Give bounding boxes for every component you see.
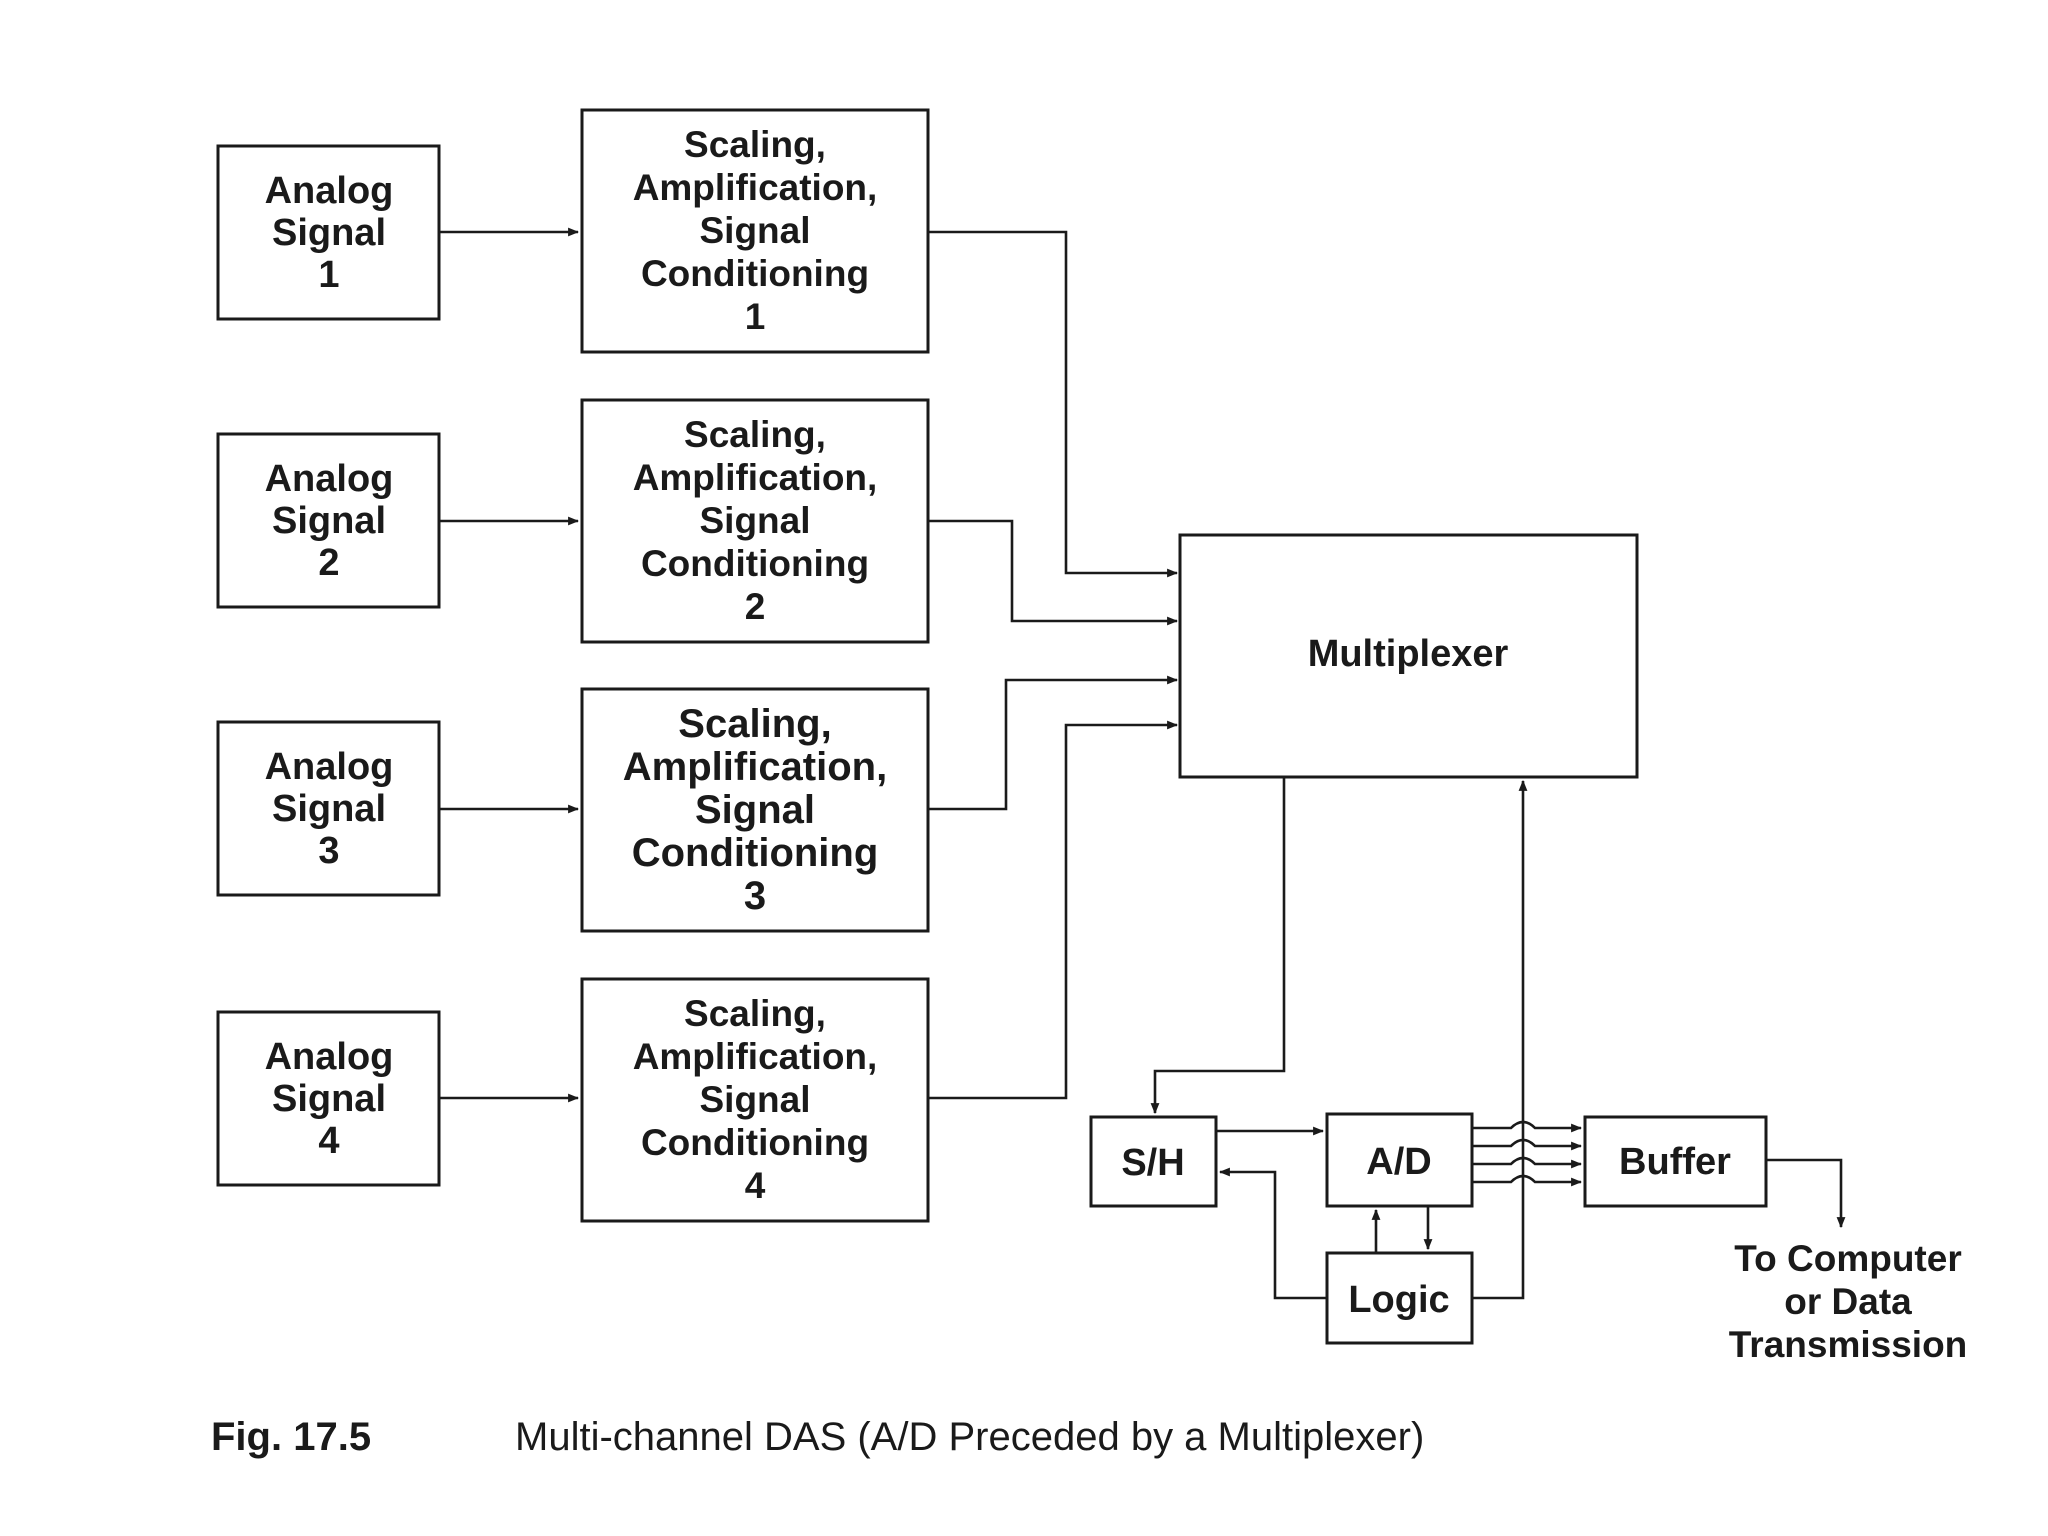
buffer-block: Buffer [1583, 1115, 1768, 1208]
analog-signal-2-block: Analog Signal 2 [216, 432, 441, 609]
analog-signal-1-line-1: Analog [265, 170, 394, 212]
conditioning-1-line-2: Amplification, [633, 167, 878, 208]
analog-signal-2-line-3: 2 [318, 542, 339, 584]
multiplexer-label: Multiplexer [1308, 633, 1509, 675]
conditioning-3-line-2: Amplification, [623, 745, 887, 789]
conditioning-3-block: Scaling, Amplification, Signal Condition… [580, 687, 930, 933]
conditioning-4-block: Scaling, Amplification, Signal Condition… [580, 977, 930, 1223]
conditioning-1-block: Scaling, Amplification, Signal Condition… [580, 108, 930, 354]
wire-buffer-output [1766, 1158, 1846, 1229]
analog-signal-4-line-3: 4 [318, 1120, 339, 1162]
conditioning-4-line-5: 4 [745, 1165, 766, 1206]
buffer-label: Buffer [1619, 1141, 1731, 1183]
wire-conditioning-2 [928, 519, 1179, 626]
analog-signal-2-line-2: Signal [272, 500, 386, 542]
analog-signal-1-block: Analog Signal 1 [216, 144, 441, 321]
conditioning-4-line-4: Conditioning [641, 1122, 869, 1163]
conditioning-2-block: Scaling, Amplification, Signal Condition… [580, 398, 930, 644]
adc-block: A/D [1325, 1112, 1474, 1208]
wire-bus-bit-1 [1472, 1120, 1583, 1133]
sample-hold-block: S/H [1089, 1115, 1218, 1208]
wire-bus-bit-2 [1472, 1138, 1583, 1151]
conditioning-2-line-5: 2 [745, 586, 766, 627]
conditioning-3-line-3: Signal [695, 788, 815, 832]
wire-logic-to-mux [1472, 779, 1528, 1300]
output-label: To Computer or Data Transmission [1729, 1238, 1968, 1365]
logic-label: Logic [1348, 1279, 1449, 1321]
conditioning-1-line-4: Conditioning [641, 253, 869, 294]
signal-wires [439, 227, 1846, 1300]
analog-signal-3-line-1: Analog [265, 746, 394, 788]
wire-conditioning-3 [928, 675, 1179, 811]
analog-signal-4-block: Analog Signal 4 [216, 1010, 441, 1187]
wire-mux-to-sh [1150, 777, 1286, 1115]
wire-bus-bit-3 [1472, 1156, 1583, 1169]
conditioning-2-line-3: Signal [699, 500, 810, 541]
conditioning-4-line-2: Amplification, [633, 1036, 878, 1077]
wire-conditioning-1 [928, 230, 1179, 578]
wire-bus-bit-4 [1472, 1174, 1583, 1187]
figure-caption: Fig. 17.5 Multi-channel DAS (A/D Precede… [211, 1415, 1424, 1459]
conditioning-3-line-4: Conditioning [632, 831, 879, 875]
output-line-2: or Data [1784, 1281, 1912, 1322]
caption-number: Fig. 17.5 [211, 1415, 371, 1459]
conditioning-1-line-3: Signal [699, 210, 810, 251]
analog-signal-4-line-2: Signal [272, 1078, 386, 1120]
conditioning-4-line-3: Signal [699, 1079, 810, 1120]
multiplexer-block: Multiplexer [1178, 533, 1639, 779]
conditioning-4-line-1: Scaling, [684, 993, 826, 1034]
analog-signal-4-line-1: Analog [265, 1036, 394, 1078]
output-line-3: Transmission [1729, 1324, 1968, 1365]
wire-conditioning-4 [928, 720, 1179, 1100]
analog-signal-3-line-3: 3 [318, 830, 339, 872]
conditioning-1-line-5: 1 [745, 296, 766, 337]
conditioning-1-line-1: Scaling, [684, 124, 826, 165]
adc-label: A/D [1366, 1141, 1431, 1183]
logic-block: Logic [1325, 1251, 1474, 1345]
output-line-1: To Computer [1734, 1238, 1961, 1279]
conditioning-3-line-1: Scaling, [678, 702, 831, 746]
conditioning-2-line-1: Scaling, [684, 414, 826, 455]
sample-hold-label: S/H [1121, 1142, 1184, 1184]
conditioning-2-line-2: Amplification, [633, 457, 878, 498]
analog-signal-1-line-3: 1 [318, 254, 339, 296]
analog-signal-3-block: Analog Signal 3 [216, 720, 441, 897]
analog-signal-3-line-2: Signal [272, 788, 386, 830]
caption-text: Multi-channel DAS (A/D Preceded by a Mul… [515, 1415, 1424, 1459]
conditioning-2-line-4: Conditioning [641, 543, 869, 584]
conditioning-3-line-5: 3 [744, 874, 766, 918]
analog-signal-1-line-2: Signal [272, 212, 386, 254]
wire-logic-to-sh [1218, 1167, 1327, 1300]
analog-signal-2-line-1: Analog [265, 458, 394, 500]
